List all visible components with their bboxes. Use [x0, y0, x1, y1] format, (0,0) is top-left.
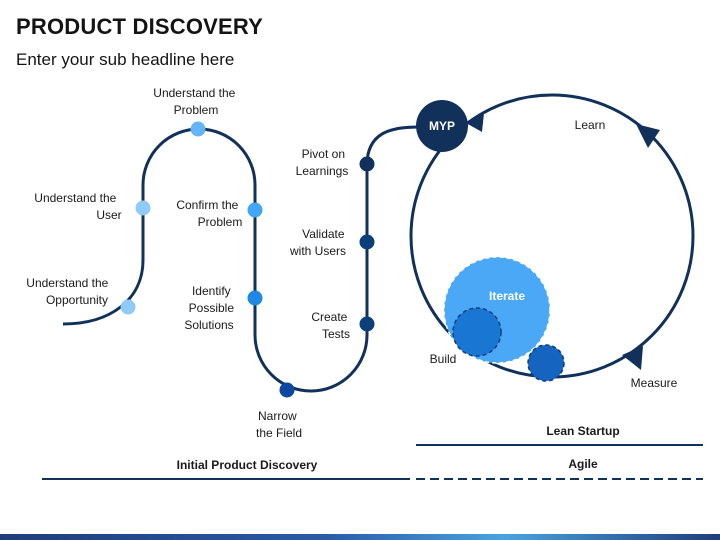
build-bubble — [452, 307, 502, 357]
initial-discovery-label: Initial Product Discovery — [177, 458, 318, 472]
step-label-narrow-field: Narrow the Field — [256, 409, 302, 440]
learn-label: Learn — [575, 118, 606, 132]
step-label-confirm-problem: Confirm the Problem — [176, 198, 242, 229]
step-label-pivot-learnings: Pivot on Learnings — [296, 147, 349, 178]
lean-startup-label: Lean Startup — [546, 424, 619, 438]
build-label: Build — [430, 352, 457, 366]
myp-arrow-icon — [466, 113, 484, 132]
step-dot-understand-problem — [190, 121, 206, 137]
discovery-path-line — [62, 125, 421, 393]
step-label-understand-opportunity: Understand the Opportunity — [26, 276, 111, 307]
bottom-accent-bar — [0, 534, 720, 540]
step-dot-confirm-problem — [247, 202, 263, 218]
step-label-validate-users: Validate with Users — [289, 227, 348, 258]
step-label-identify-solutions: Identify Possible Solutions — [184, 284, 237, 332]
page-title: PRODUCT DISCOVERY — [16, 14, 264, 39]
step-dot-narrow-field — [279, 382, 295, 398]
iterate-label: Iterate — [489, 289, 525, 303]
step-dot-create-tests — [359, 316, 375, 332]
step-label-create-tests: Create Tests — [311, 310, 350, 341]
measure-label: Measure — [631, 376, 678, 390]
step-dot-understand-opportunity — [120, 299, 136, 315]
step-label-understand-user: Understand the User — [34, 191, 121, 222]
myp-label: MYP — [429, 119, 455, 133]
step-dot-pivot-learnings — [359, 156, 375, 172]
step-dot-validate-users — [359, 234, 375, 250]
measure-bubble — [527, 344, 565, 382]
measure-arrow-icon — [622, 346, 643, 370]
learn-arrow-icon — [636, 124, 660, 148]
agile-label: Agile — [568, 457, 598, 471]
page-subtitle: Enter your sub headline here — [16, 50, 235, 69]
step-label-understand-problem: Understand the Problem — [153, 86, 238, 117]
step-dot-understand-user — [135, 200, 151, 216]
step-dot-identify-solutions — [247, 290, 263, 306]
myp-node — [416, 100, 468, 152]
